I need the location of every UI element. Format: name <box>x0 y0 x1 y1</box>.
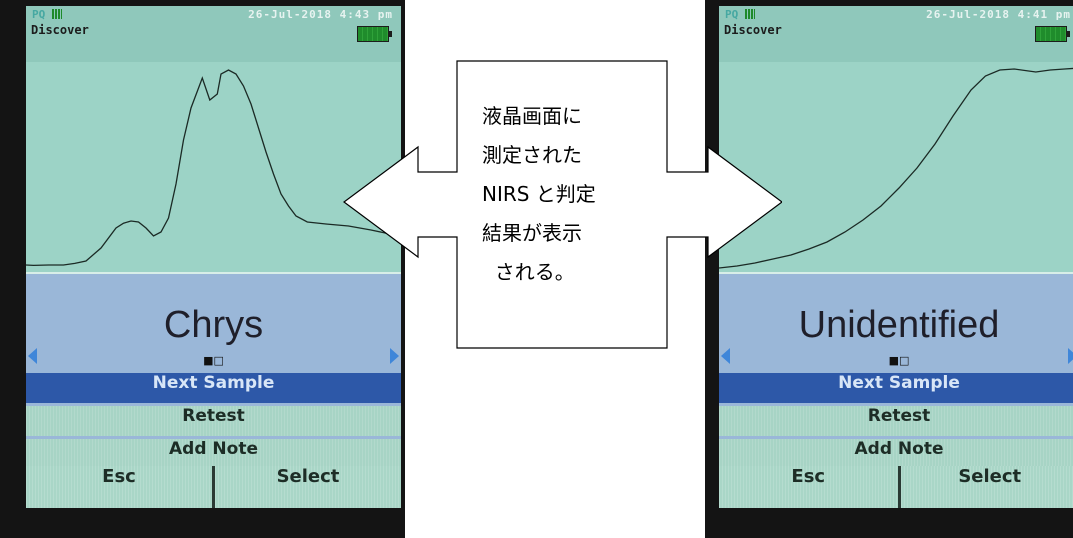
pq-indicator: PQ <box>32 8 46 21</box>
select-softkey[interactable]: Select <box>215 466 401 508</box>
menu-item-add-note[interactable]: Add Note <box>26 439 401 469</box>
callout-line-5: される。 <box>482 260 575 284</box>
action-menu: Next Sample Retest Add Note <box>719 373 1073 472</box>
mode-title: Discover <box>31 23 89 37</box>
callout-line-2: 測定された <box>482 143 582 167</box>
action-menu: Next Sample Retest Add Note <box>26 373 401 472</box>
menu-item-add-note[interactable]: Add Note <box>719 439 1073 469</box>
device-photo-left: PQ 26-Jul-2018 4:43 pm Discover Chrys ■□… <box>0 0 405 538</box>
signal-icon <box>745 9 755 19</box>
page-indicator: ■□ <box>888 354 910 367</box>
battery-icon <box>1035 26 1070 42</box>
device-photo-right: PQ 26-Jul-2018 4:41 pm Discover Unidenti… <box>705 0 1073 538</box>
nav-right-arrow-icon[interactable] <box>1068 348 1073 364</box>
select-softkey[interactable]: Select <box>900 466 1073 508</box>
datetime: 26-Jul-2018 4:41 pm <box>926 8 1071 21</box>
battery-icon <box>357 26 392 42</box>
softkey-bar: Esc Select <box>719 466 1073 508</box>
spectrum-svg <box>26 69 401 267</box>
callout-text: 液晶画面に 測定された NIRS と判定 結果が表示 される。 <box>482 97 652 292</box>
esc-softkey[interactable]: Esc <box>719 466 898 508</box>
double-arrow-shape <box>342 60 782 349</box>
callout-double-arrow: 液晶画面に 測定された NIRS と判定 結果が表示 される。 <box>340 55 782 354</box>
menu-item-retest[interactable]: Retest <box>719 406 1073 436</box>
spectrum-line <box>26 69 401 267</box>
page-indicator: ■□ <box>203 354 224 367</box>
pq-indicator: PQ <box>725 8 739 21</box>
menu-item-next-sample[interactable]: Next Sample <box>26 373 401 403</box>
nav-left-arrow-icon[interactable] <box>721 348 730 364</box>
lcd-screen-left: PQ 26-Jul-2018 4:43 pm Discover Chrys ■□… <box>26 6 401 508</box>
menu-item-retest[interactable]: Retest <box>26 406 401 436</box>
spectrum-plot <box>26 62 401 274</box>
esc-softkey[interactable]: Esc <box>26 466 212 508</box>
status-bar: PQ 26-Jul-2018 4:41 pm Discover <box>719 6 1073 62</box>
callout-line-4: 結果が表示 <box>482 221 582 245</box>
status-bar: PQ 26-Jul-2018 4:43 pm Discover <box>26 6 401 62</box>
result-label: Chrys <box>163 304 264 346</box>
nav-right-arrow-icon[interactable] <box>390 348 399 364</box>
spectrum-plot <box>719 62 1073 274</box>
callout-line-3: NIRS と判定 <box>482 182 596 206</box>
result-panel: Unidentified ■□ Next Sample Retest Add N… <box>719 274 1073 508</box>
softkey-bar: Esc Select <box>26 466 401 508</box>
result-panel: Chrys ■□ Next Sample Retest Add Note Esc… <box>26 274 401 508</box>
nav-left-arrow-icon[interactable] <box>28 348 37 364</box>
result-label: Unidentified <box>798 304 1000 346</box>
spectrum-svg <box>719 67 1073 269</box>
menu-item-next-sample[interactable]: Next Sample <box>719 373 1073 403</box>
spectrum-line <box>719 67 1073 269</box>
mode-title: Discover <box>724 23 782 37</box>
lcd-screen-right: PQ 26-Jul-2018 4:41 pm Discover Unidenti… <box>719 6 1073 508</box>
callout-line-1: 液晶画面に <box>482 104 582 128</box>
datetime: 26-Jul-2018 4:43 pm <box>248 8 393 21</box>
signal-icon <box>52 9 62 19</box>
